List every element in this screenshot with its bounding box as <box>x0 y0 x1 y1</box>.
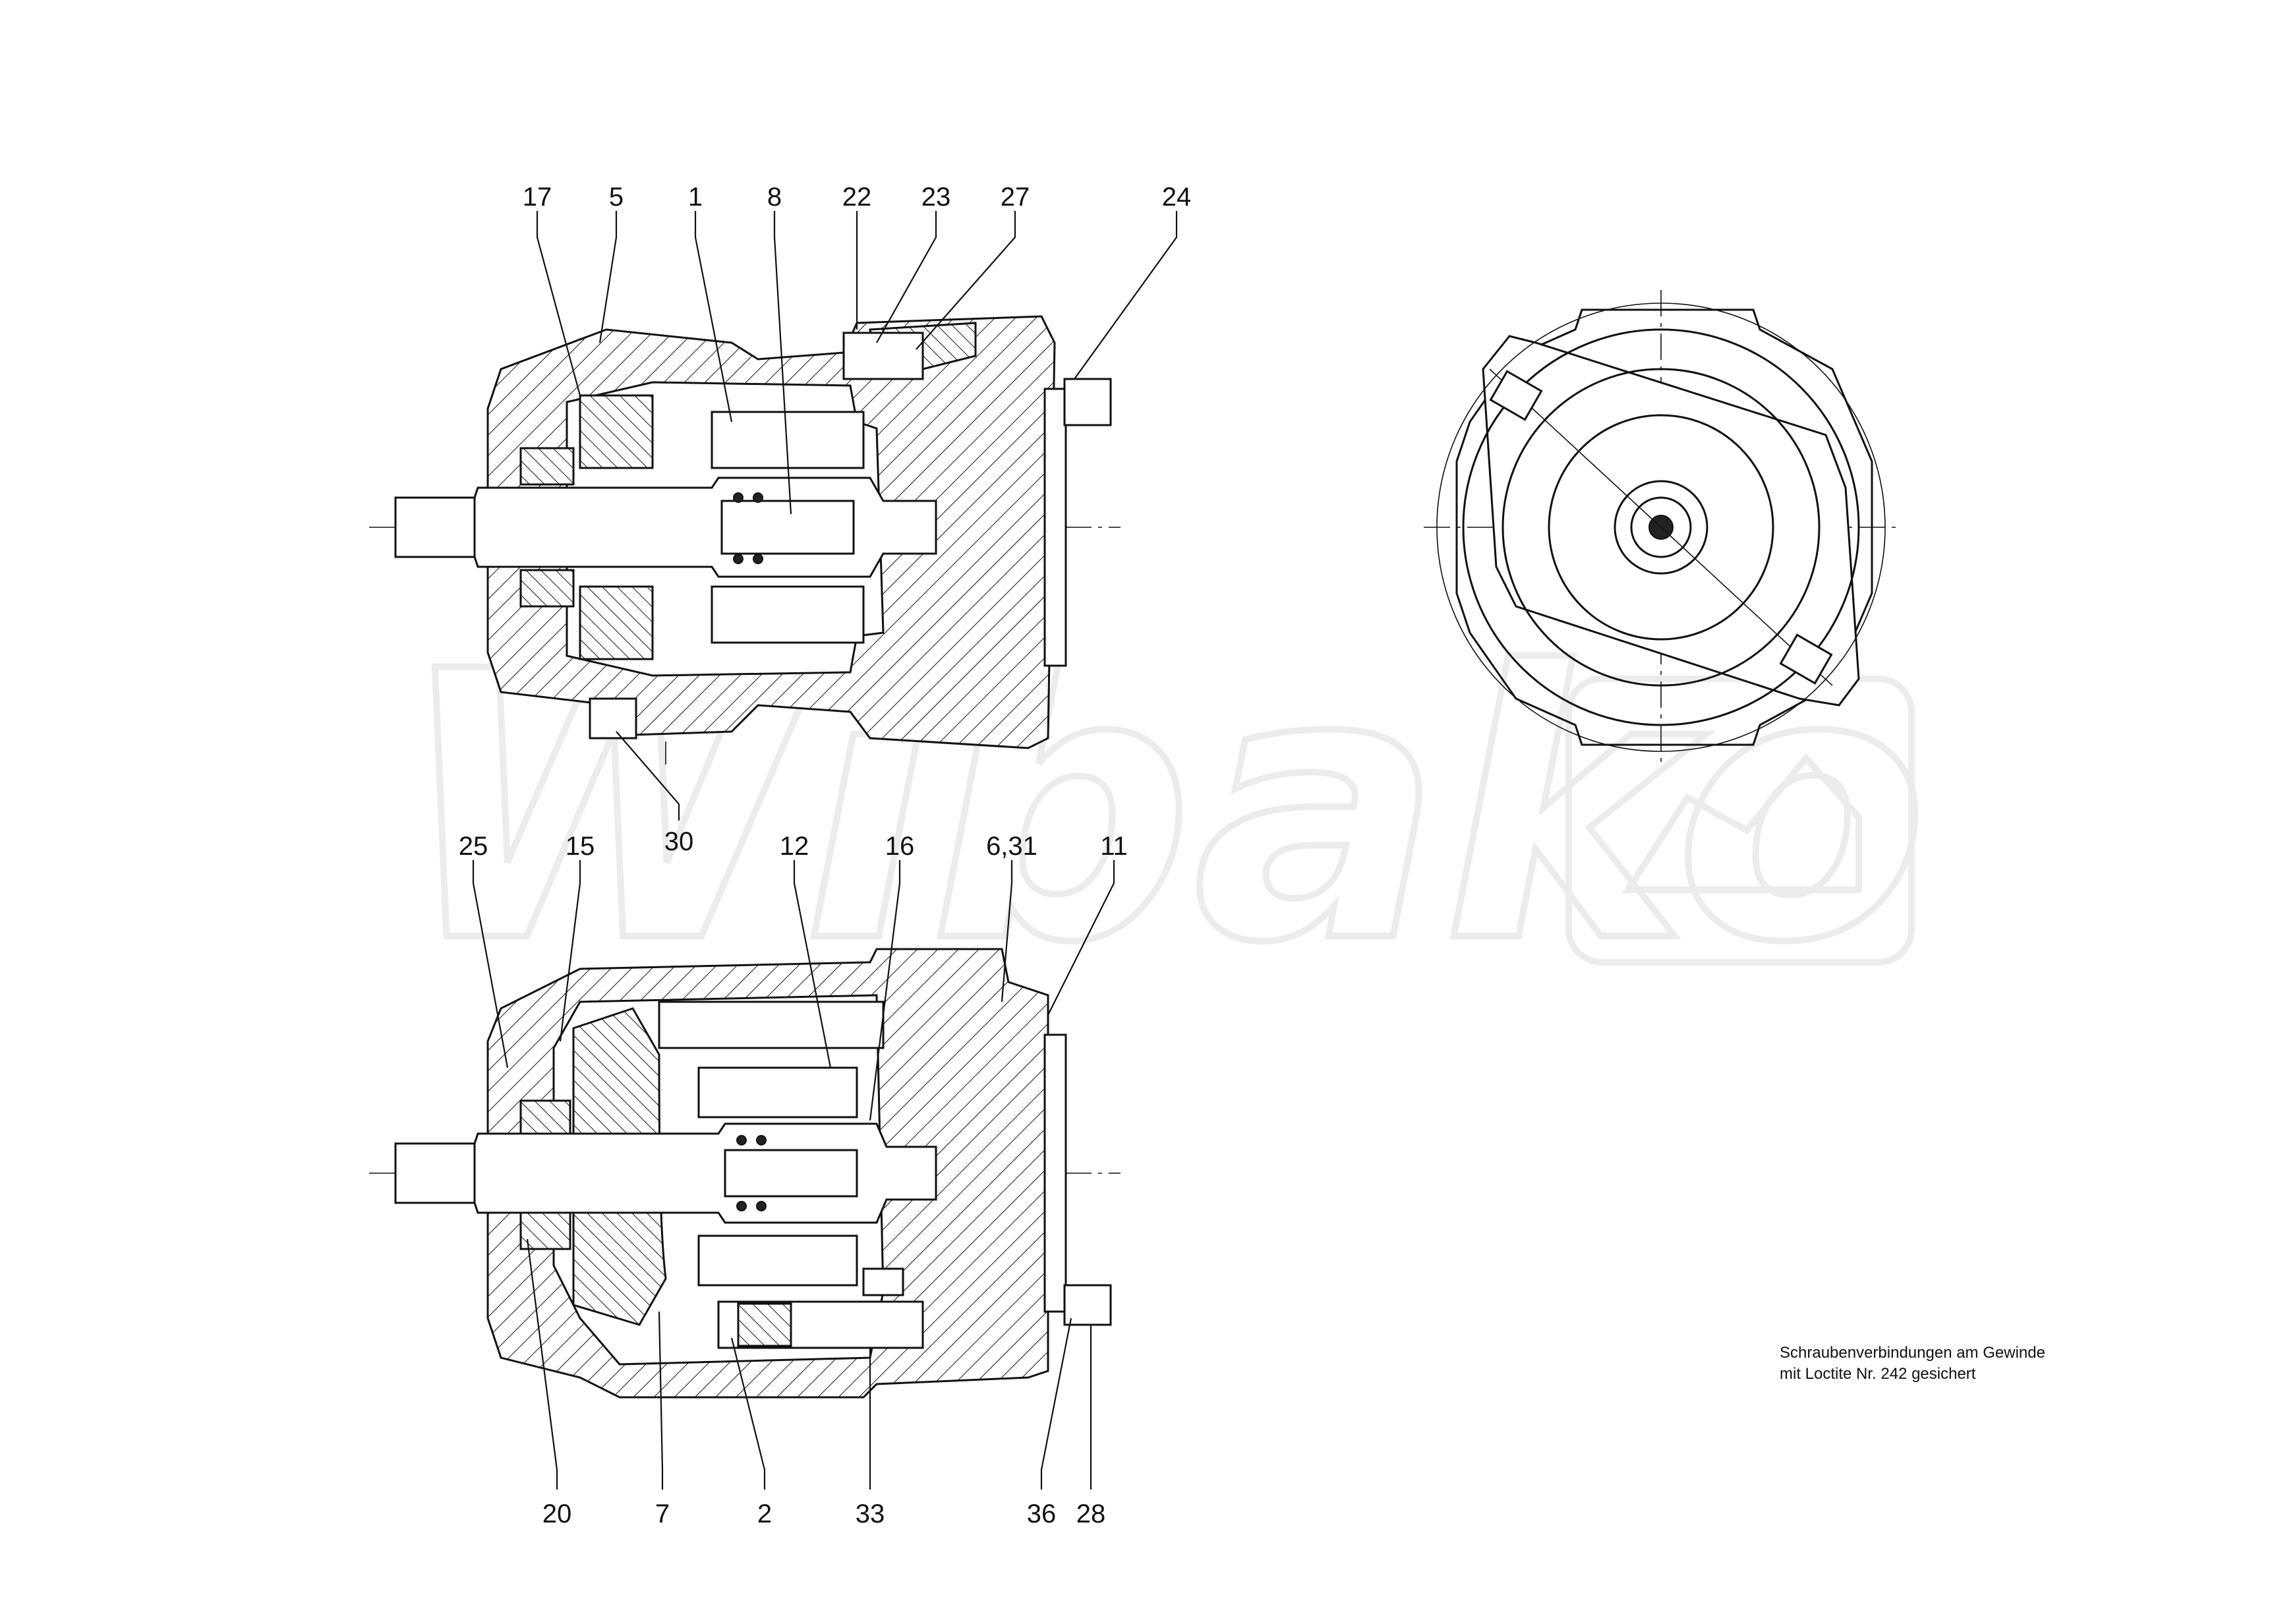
callout-23: 23 <box>921 183 951 212</box>
callout-20: 20 <box>542 1499 572 1528</box>
leader-17 <box>536 211 581 396</box>
bottom-seal-1 <box>736 1135 747 1146</box>
leader-7 <box>658 1311 664 1490</box>
callout-8: 8 <box>767 183 782 212</box>
callout-33: 33 <box>856 1499 885 1528</box>
end-view-shaft <box>1630 496 1692 558</box>
bottom-piston-lower <box>697 1234 858 1287</box>
leader-36 <box>1040 1318 1072 1490</box>
leader-8 <box>773 211 792 515</box>
leader-631 <box>1001 860 1013 1002</box>
bottom-seal-3 <box>736 1201 747 1211</box>
end-view-hub <box>1614 480 1708 575</box>
callout-22: 22 <box>842 183 872 212</box>
leader-24 <box>1074 211 1178 380</box>
top-swash-upper <box>579 394 654 469</box>
note-line-1: Schraubenverbindungen am Gewinde <box>1780 1344 2045 1362</box>
callout-25: 25 <box>459 832 488 861</box>
bottom-bearing-lower <box>519 1211 571 1250</box>
bottom-seal-4 <box>756 1201 767 1211</box>
end-view-pilot-circle <box>1501 368 1821 687</box>
note-line-2: mit Loctite Nr. 242 gesichert <box>1780 1365 1976 1383</box>
callout-6-31: 6,31 <box>986 832 1037 861</box>
callout-15: 15 <box>566 832 595 861</box>
leader-15 <box>559 860 581 1042</box>
end-view-outer-circle <box>1462 328 1860 726</box>
bottom-bearing-upper <box>519 1099 571 1138</box>
bottom-spring-rod <box>724 1149 858 1198</box>
leader-30 <box>616 731 680 821</box>
top-seal-3 <box>733 554 743 564</box>
end-view-slot-upper <box>1489 370 1543 421</box>
top-bearing-upper <box>519 447 575 486</box>
callout-2: 2 <box>757 1499 772 1528</box>
top-end-cover <box>1043 388 1067 667</box>
callout-28: 28 <box>1076 1499 1106 1528</box>
top-seal-4 <box>753 554 763 564</box>
callout-16: 16 <box>885 832 915 861</box>
bottom-control-piston-upper <box>658 1000 885 1049</box>
bottom-drive-shaft <box>394 1122 937 1224</box>
top-seal-2 <box>753 492 763 503</box>
top-spring-rod <box>720 500 855 555</box>
leader-20 <box>526 1238 558 1490</box>
end-view <box>1424 290 1898 765</box>
bottom-spring-33 <box>737 1302 792 1347</box>
end-view-diag-line <box>1489 368 1833 686</box>
callout-36: 36 <box>1027 1499 1057 1528</box>
top-bolt-24 <box>1063 378 1112 426</box>
top-swash-lower <box>579 585 654 660</box>
top-drive-shaft <box>394 477 937 578</box>
top-shaft-end <box>394 496 476 558</box>
leader-12 <box>793 860 832 1068</box>
callout-5: 5 <box>609 183 624 212</box>
bottom-end-cover <box>1043 1033 1067 1313</box>
top-bearing-lower <box>519 569 575 608</box>
leader-25 <box>472 860 509 1068</box>
bottom-plug <box>862 1267 904 1296</box>
top-section-view: 17 5 1 8 22 23 27 24 30 <box>369 183 1191 856</box>
callout-12: 12 <box>780 832 809 861</box>
callout-7: 7 <box>655 1499 670 1528</box>
leader-1 <box>694 211 733 422</box>
leader-11 <box>1047 860 1115 1016</box>
leader-27 <box>916 211 1016 350</box>
top-seal-1 <box>733 492 743 503</box>
bottom-section-view: 25 15 12 16 6,31 11 20 7 2 33 36 28 <box>369 832 1128 1528</box>
top-piston-lower <box>711 585 865 644</box>
top-drain-plug <box>589 697 637 740</box>
bottom-piston-upper <box>697 1066 858 1118</box>
callout-24: 24 <box>1162 183 1192 212</box>
bottom-bolt-28 <box>1063 1284 1112 1326</box>
callout-11: 11 <box>1100 832 1128 861</box>
leader-2 <box>730 1337 766 1490</box>
bottom-seal-2 <box>756 1135 767 1146</box>
bottom-shaft-end <box>394 1142 476 1204</box>
end-view-inner-circle <box>1548 414 1774 641</box>
end-view-slot-lower <box>1779 633 1833 685</box>
leader-23 <box>876 211 937 343</box>
top-bolt-23 <box>842 332 924 380</box>
callout-27: 27 <box>1001 183 1030 212</box>
callout-30: 30 <box>664 827 694 856</box>
callout-1: 1 <box>688 183 703 212</box>
end-view-bolt-circle <box>1436 303 1886 752</box>
leader-5 <box>598 211 618 343</box>
assembly-note: Schraubenverbindungen am Gewinde mit Loc… <box>1780 1344 2045 1383</box>
callout-17: 17 <box>523 183 552 212</box>
leader-16 <box>869 860 901 1121</box>
watermark-excavator-icon <box>1621 753 1862 893</box>
